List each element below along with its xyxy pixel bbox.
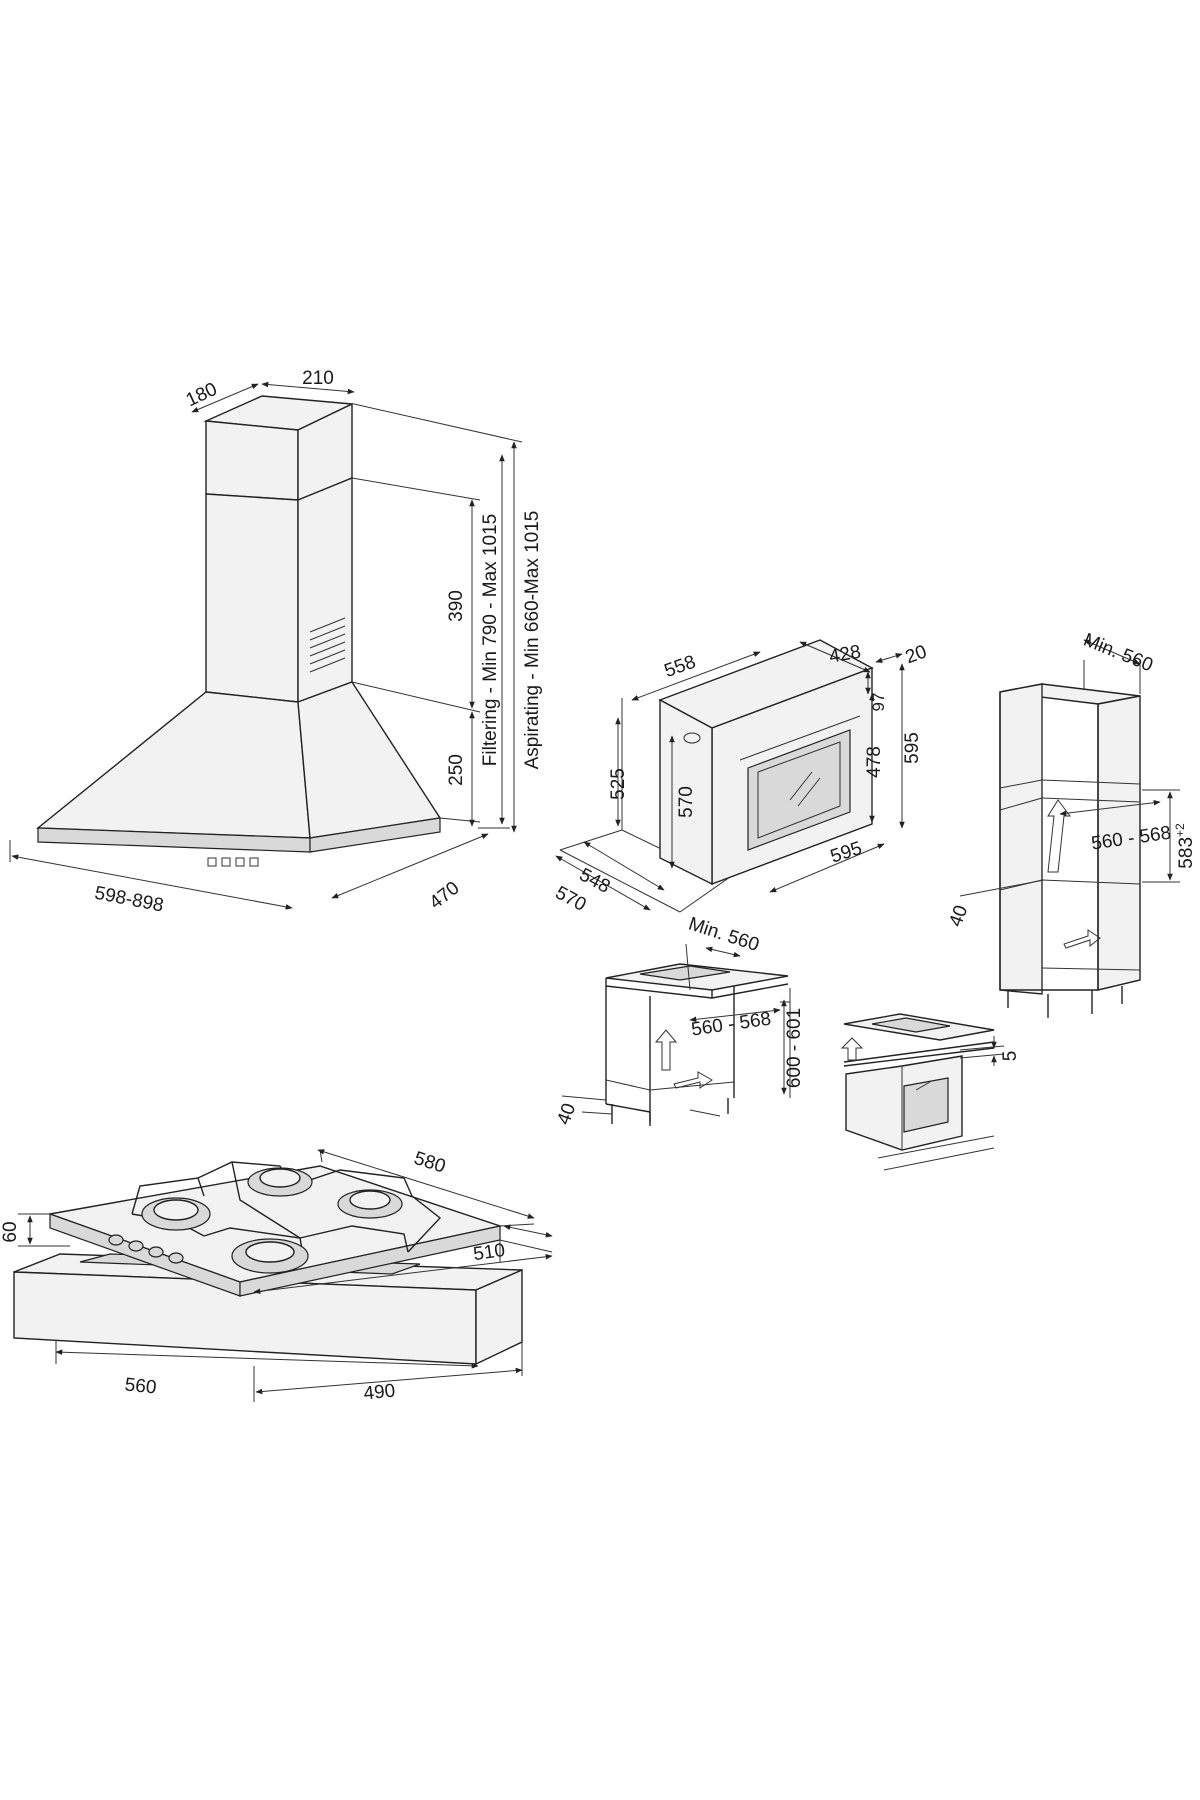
undercounter-height: 600 - 601 bbox=[784, 1008, 805, 1088]
oven-under-hob-drawing bbox=[840, 1013, 1005, 1171]
hob-drawing bbox=[13, 1149, 553, 1402]
hood-aspirating-range: Aspirating - Min 660-Max 1015 bbox=[522, 511, 543, 770]
hood-dim-390: 390 bbox=[446, 590, 467, 622]
hood-depth: 470 bbox=[426, 878, 464, 914]
hood-filtering-range: Filtering - Min 790 - Max 1015 bbox=[480, 514, 501, 766]
oven-dim-595-height: 595 bbox=[902, 732, 923, 764]
hob-dim-60: 60 bbox=[0, 1221, 21, 1242]
oven-dim-97: 97 bbox=[869, 693, 888, 712]
oven-dim-570: 570 bbox=[676, 786, 697, 818]
oven-dim-595-width: 595 bbox=[828, 838, 865, 868]
hood-dim-180: 180 bbox=[183, 379, 221, 411]
undercounter-width: 560 - 568 bbox=[690, 1009, 772, 1041]
oven-drawing bbox=[555, 639, 905, 913]
hood-dim-250: 250 bbox=[446, 754, 467, 786]
oven-dim-525: 525 bbox=[608, 768, 629, 800]
hood-dim-210: 210 bbox=[302, 368, 334, 389]
column-height: 583+2 bbox=[1173, 823, 1197, 869]
column-dim-40: 40 bbox=[945, 903, 972, 930]
hob-dim-490: 490 bbox=[363, 1380, 397, 1404]
oven-dim-20: 20 bbox=[903, 641, 930, 668]
oven-dim-478: 478 bbox=[864, 746, 885, 778]
column-drawing bbox=[959, 639, 1180, 1018]
hood-width: 598-898 bbox=[93, 883, 165, 917]
hood-drawing bbox=[9, 381, 523, 910]
hob-dim-580: 580 bbox=[411, 1148, 448, 1178]
undercounter-min-560: Min. 560 bbox=[686, 914, 762, 956]
oven-dim-570-depth: 570 bbox=[552, 882, 590, 915]
undercounter-drawing bbox=[561, 943, 791, 1126]
undercounter-dim-40: 40 bbox=[553, 1101, 580, 1128]
hob-dim-510: 510 bbox=[472, 1240, 506, 1265]
oven-under-hob-dim-5: 5 bbox=[1000, 1051, 1021, 1062]
hob-dim-560: 560 bbox=[124, 1374, 158, 1398]
column-min-560: Min. 560 bbox=[1080, 630, 1155, 677]
